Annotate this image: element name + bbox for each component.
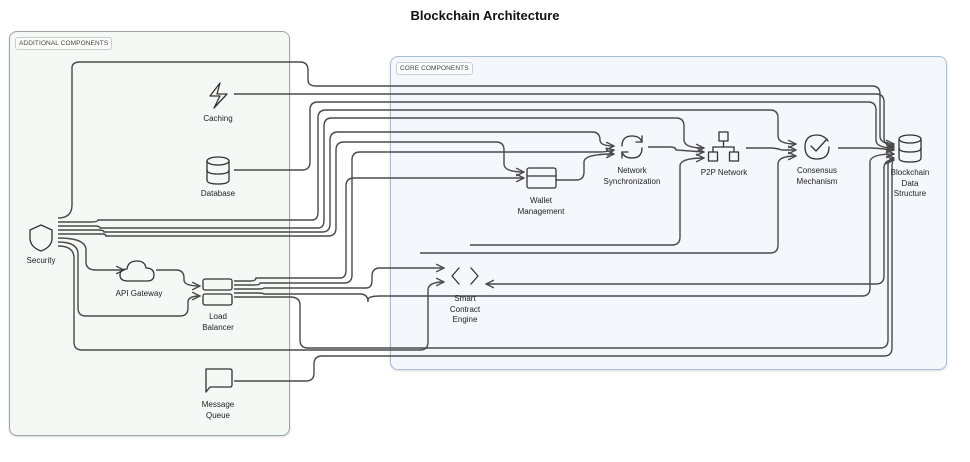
node-api-gateway-label: API Gateway [115,288,163,298]
node-p2p-label: P2P Network [700,167,748,177]
core-components-group: CORE COMPONENTS [390,56,947,370]
edge-security-apigateway [57,237,124,270]
node-smart-contract-engine[interactable]: Smart Contract Engine [432,262,498,326]
node-network-sync-label: Network Synchronization [603,165,661,186]
node-network-sync[interactable]: Network Synchronization [596,132,668,187]
node-wallet-management[interactable]: Wallet Management [508,164,574,217]
edge-database-blockchain [234,101,894,171]
edge-p2p-consensus [746,148,796,150]
shield-icon [29,224,53,252]
edge-apigateway-loadbalancer [156,269,200,286]
additional-components-group: ADDITIONAL COMPONENTS [9,31,290,436]
node-p2p-network[interactable]: P2P Network [692,130,756,179]
node-wallet-label: Wallet Management [517,195,565,216]
wallet-icon [526,167,557,189]
node-security[interactable]: Security [14,222,68,267]
edge-loadbalancer-netsync [234,150,614,286]
node-consensus-label: Consensus Mechanism [796,165,838,186]
edge-loadbalancer-wallet [234,178,524,282]
node-message-queue[interactable]: Message Queue [190,366,246,421]
network-icon [707,131,740,162]
cloud-icon [119,260,155,282]
node-smart-contract-label: Smart Contract Engine [449,293,481,325]
edge-messagequeue-blockchain [234,160,894,382]
edge-security-consensus [58,109,796,223]
sync-icon [621,135,643,159]
edge-wallet-netsync [556,154,614,181]
node-caching[interactable]: Caching [190,80,246,125]
edge-loadbalancer-blockchain [234,154,894,303]
edge-netsync-consensus [420,156,796,254]
node-blockchain-data-structure[interactable]: Blockchain Data Structure [880,132,940,200]
node-load-balancer[interactable]: Load Balancer [190,278,246,333]
node-consensus[interactable]: Consensus Mechanism [784,132,850,187]
edge-loadbalancer-smartcontract [234,268,444,290]
code-icon [451,267,479,285]
node-load-balancer-label: Load Balancer [202,311,234,332]
core-components-label: CORE COMPONENTS [396,62,473,75]
message-icon [205,368,233,393]
edge-security-netsync [58,131,614,233]
edge-security-bottom [57,245,444,351]
diagram-title: Blockchain Architecture [410,8,560,23]
edge-security-wallet [58,141,524,237]
database-icon [206,156,230,185]
additional-components-label: ADDITIONAL COMPONENTS [15,37,113,50]
node-security-label: Security [26,255,56,265]
edge-security-p2p [58,117,704,229]
node-api-gateway[interactable]: API Gateway [106,255,172,300]
edge-security-blockchain [57,61,894,219]
server-icon [202,278,233,306]
node-message-queue-label: Message Queue [201,399,235,420]
node-database[interactable]: Database [190,155,246,200]
edge-wallet-p2p [470,158,704,246]
node-caching-label: Caching [203,113,233,123]
edge-consensus-blockchain [838,148,894,150]
edge-security-loadbalancer [57,241,200,317]
lightning-icon [209,82,228,109]
edge-netsync-p2p [648,146,704,152]
database-icon [898,134,922,163]
node-database-label: Database [200,188,236,198]
node-blockchain-label: Blockchain Data Structure [890,167,930,199]
check-circle-icon [804,134,830,160]
